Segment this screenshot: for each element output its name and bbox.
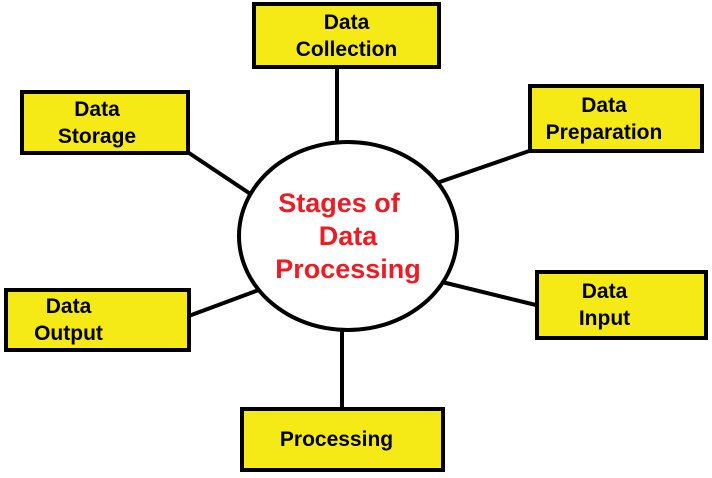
connector-output-to-center: [185, 286, 265, 319]
center-node-label-line1: Stages of: [278, 187, 400, 218]
connector-input-to-center: [437, 279, 541, 308]
node-data-collection-label-line1: Data: [323, 10, 370, 34]
center-node-stages-of-data-processing: Stages of Data Processing: [237, 140, 459, 332]
node-data-preparation: Data Preparation: [528, 84, 704, 153]
node-data-input-label-line1: Data: [581, 280, 628, 303]
node-data-input: Data Input: [535, 270, 708, 340]
center-node-label-line3: Processing: [275, 253, 421, 284]
node-data-output-label-line2: Output: [34, 322, 103, 345]
node-data-collection: Data Collection: [252, 2, 441, 69]
node-data-preparation-label-line2: Preparation: [545, 120, 663, 144]
node-data-storage: Data Storage: [20, 90, 190, 155]
node-data-collection-label-line2: Collection: [295, 37, 398, 61]
node-processing-label: Processing: [279, 428, 394, 451]
node-data-storage-label-line1: Data: [74, 97, 120, 121]
node-data-preparation-label-line1: Data: [581, 93, 627, 117]
node-data-output: Data Output: [4, 288, 191, 352]
node-data-input-label-line2: Input: [578, 307, 631, 330]
connector-storage-to-center: [181, 147, 260, 201]
node-data-storage-label-line2: Storage: [57, 124, 137, 148]
node-data-output-label-line1: Data: [45, 295, 92, 318]
node-processing: Processing: [240, 407, 445, 472]
connector-preparation-to-center: [427, 148, 533, 188]
center-node-label-line2: Data: [318, 220, 378, 251]
